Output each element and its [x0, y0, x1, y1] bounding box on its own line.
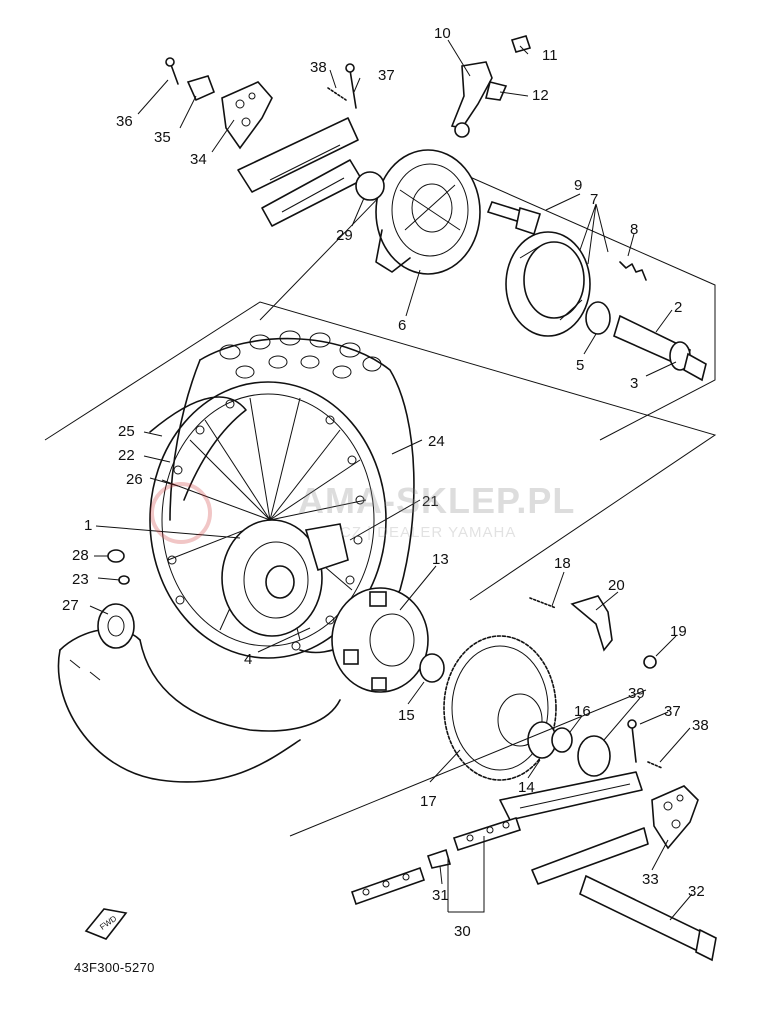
callout-3: 3: [630, 375, 638, 392]
callout-26: 26: [126, 471, 143, 488]
callout-25: 25: [118, 423, 135, 440]
collar-29: [355, 171, 385, 201]
callout-21: 21: [422, 493, 439, 510]
callout-6: 6: [398, 317, 406, 334]
nut-28: [107, 549, 125, 563]
brake-spring: [619, 261, 647, 281]
bearing-15: [419, 653, 445, 683]
tyre-lower: [57, 603, 341, 783]
callout-27: 27: [62, 597, 79, 614]
callout-31: 31: [432, 887, 449, 904]
callout-20: 20: [608, 577, 625, 594]
callout-2: 2: [674, 299, 682, 316]
clutch-hub: [331, 587, 429, 693]
callout-33: 33: [642, 871, 659, 888]
callout-32: 32: [688, 883, 705, 900]
callout-38: 38: [310, 59, 327, 76]
watermark-text: AMA-SKLEP.PL: [298, 480, 576, 521]
callout-22: 22: [118, 447, 135, 464]
callout-4: 4: [244, 651, 252, 668]
axle-32: [579, 874, 717, 962]
watermark-logo-icon: [150, 482, 212, 544]
nut-23: [118, 575, 130, 585]
leader-lines: [89, 39, 693, 921]
callout-39: 39: [628, 685, 645, 702]
callout-37: 37: [378, 67, 395, 84]
callout-24: 24: [428, 433, 445, 450]
rear-sprocket: [443, 635, 557, 781]
callout-29: 29: [336, 227, 353, 244]
watermark-subtext: CZ | DEALER YAMAHA: [340, 524, 517, 541]
swingarm-lower: [289, 689, 649, 885]
callout-19: 19: [670, 623, 687, 640]
rear-axle: [585, 301, 707, 382]
callout-35: 35: [154, 129, 171, 146]
callout-37-lower: 37: [664, 703, 681, 720]
callout-8: 8: [630, 221, 638, 238]
callout-9: 9: [574, 177, 582, 194]
part-code: 43F300-5270: [74, 960, 155, 975]
adjust-bolt-upper: [327, 63, 357, 109]
rear-wheel: [149, 330, 415, 659]
rim-band: [149, 396, 247, 501]
brake-shoe-plate: [375, 149, 481, 275]
sprocket-fasteners: [529, 595, 657, 669]
brake-camshaft: [486, 201, 541, 236]
callout-labels: 36 35 34 38 37 10 11 12 9 7 8 2 3 5 6 29…: [62, 25, 709, 940]
callout-38-lower: 38: [692, 717, 709, 734]
chain-puller-upper: [165, 57, 273, 150]
brake-group-outline: [419, 154, 716, 441]
brake-cam-lever: [450, 35, 532, 138]
callout-28: 28: [72, 547, 89, 564]
callout-23: 23: [72, 571, 89, 588]
callout-5: 5: [576, 357, 584, 374]
callout-34: 34: [190, 151, 207, 168]
drive-chain: [350, 816, 522, 906]
callout-12: 12: [532, 87, 549, 104]
callout-14: 14: [518, 779, 535, 796]
callout-16: 16: [574, 703, 591, 720]
callout-10: 10: [434, 25, 451, 42]
callout-15: 15: [398, 707, 415, 724]
callout-36: 36: [116, 113, 133, 130]
callout-13: 13: [432, 551, 449, 568]
sprocket-bearings: [527, 721, 611, 777]
callout-11: 11: [542, 47, 558, 64]
callout-30: 30: [454, 923, 471, 940]
brake-shoes: [505, 231, 591, 337]
chain-puller-lower: [627, 719, 699, 850]
swingarm-upper: [237, 117, 363, 227]
callout-17: 17: [420, 793, 437, 810]
forward-arrow-icon: FWD: [84, 908, 128, 940]
callout-1: 1: [84, 517, 92, 534]
callout-7: 7: [590, 191, 598, 208]
watermark: AMA-SKLEP.PL CZ | DEALER YAMAHA: [150, 478, 630, 548]
wheel-group-outline: [44, 301, 717, 601]
callout-18: 18: [554, 555, 571, 572]
